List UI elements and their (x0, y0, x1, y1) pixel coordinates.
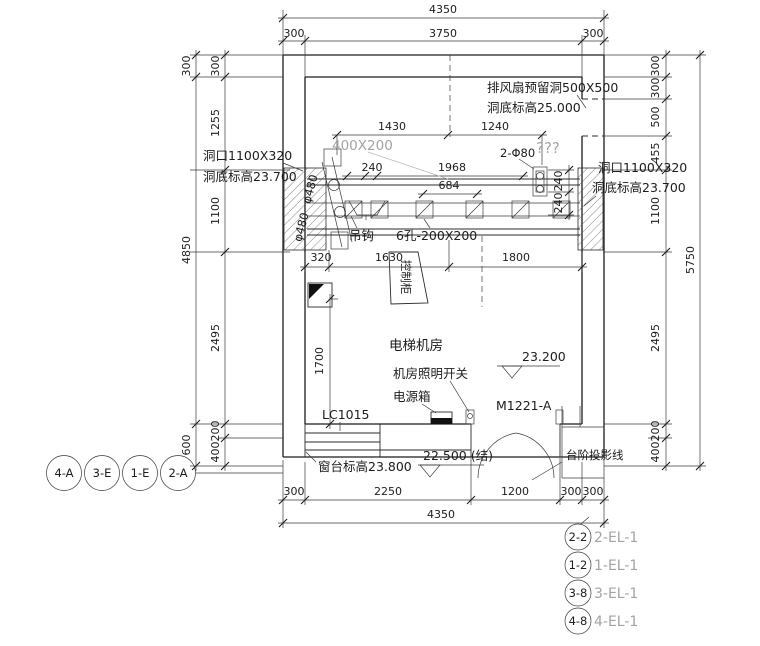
machine-beams (307, 178, 580, 236)
dim-left-inner-4: 200 (209, 421, 222, 442)
dim-right-inner-1: 300 (649, 78, 662, 99)
window-mark-label: LC1015 (322, 407, 370, 422)
wall-hatch-left (283, 167, 327, 251)
dim-684: 684 (439, 179, 460, 192)
section-reference-list: 2-2 2-EL-1 1-2 1-EL-1 3-8 3-EL-1 4-8 4-E… (564, 516, 638, 635)
section-bubble-1: 1-2 (569, 558, 588, 572)
sill-level-label: 窗台标高23.800 (318, 459, 412, 474)
annotations: 洞口1100X320 洞底标高23.700 洞口1100X320 洞底标高23.… (203, 80, 687, 481)
dim-1700: 1700 (313, 347, 326, 375)
grid-bubble-2: 1-E (131, 466, 150, 480)
power-box-symbol (430, 411, 453, 425)
section-bubble-0: 2-2 (569, 530, 588, 544)
dim-v240-0: 240 (552, 171, 565, 192)
dim-left-inner-2: 1100 (209, 197, 222, 225)
left-opening-line1: 洞口1100X320 (203, 148, 292, 163)
dim-left-outer-2: 600 (180, 435, 193, 456)
window-lc1015 (304, 424, 471, 457)
rope-hole-element (321, 148, 353, 250)
dim-left-inner-0: 300 (209, 56, 222, 77)
grid-bubble-0: 4-A (54, 466, 73, 480)
dim-left-outer-1: 4850 (180, 236, 193, 264)
dim-top-2: 300 (583, 27, 604, 40)
dim-1240: 1240 (481, 120, 509, 133)
section-name-2: 3-EL-1 (594, 586, 638, 602)
dim-1968: 1968 (438, 161, 466, 174)
dim-right-inner-4: 1100 (649, 197, 662, 225)
exhaust-fan-hole (582, 98, 604, 137)
dim-320: 320 (311, 251, 332, 264)
dim-1630: 1630 (375, 251, 403, 264)
grid-bubble-3: 2-A (168, 466, 187, 480)
level-mark-interior: 23.200 (497, 349, 566, 379)
dim-top-total: 4350 (429, 3, 457, 16)
fan-note-line1: 排风扇预留洞500X500 (487, 80, 618, 95)
dim-left-inner-1: 1255 (209, 109, 222, 137)
dim-right-inner-7: 400 (649, 442, 662, 463)
wall-hatch-right (577, 167, 604, 251)
dim-right-total: 5750 (684, 246, 697, 274)
dim-bottom-1: 2250 (374, 485, 402, 498)
room-label: 电梯机房 (389, 338, 443, 354)
dim-right-inner-0: 300 (649, 56, 662, 77)
light-switch-symbol (467, 413, 473, 419)
dimension-texts: 4350 300 3750 300 1430 1240 240 1968 684… (180, 3, 697, 521)
dim-bottom-3: 300 (561, 485, 582, 498)
six-holes-label: 6孔-200X200 (396, 228, 477, 243)
bottom-wall (283, 406, 604, 479)
dim-left-outer-0: 300 (180, 56, 193, 77)
grid-bubble-1: 3-E (93, 466, 112, 480)
dim-right-inner-2: 500 (649, 107, 662, 128)
dim-bottom-0: 300 (284, 485, 305, 498)
unknown-marks: ??? (536, 139, 560, 157)
control-cabinet: 控制柜 (388, 251, 429, 305)
section-name-1: 1-EL-1 (594, 558, 638, 574)
door-m1221a (465, 409, 564, 479)
right-opening-line1: 洞口1100X320 (598, 160, 687, 175)
section-name-3: 4-EL-1 (594, 614, 638, 630)
steps-label: 台阶投影线 (566, 448, 624, 462)
section-name-0: 2-EL-1 (594, 530, 638, 546)
right-opening-line2: 洞底标高23.700 (592, 180, 686, 195)
section-bubble-2: 3-8 (569, 586, 588, 600)
dim-bottom-2: 1200 (501, 485, 529, 498)
dim-top-1: 3750 (429, 27, 457, 40)
dim-1800: 1800 (502, 251, 530, 264)
dim-left-inner-5: 400 (209, 442, 222, 463)
level-mark-door: 22.500 (结) (418, 448, 493, 478)
light-switch-label: 机房照明开关 (393, 366, 468, 381)
dim-v240-1: 240 (552, 193, 565, 214)
dim-1430: 1430 (378, 120, 406, 133)
fan-note-line2: 洞底标高25.000 (487, 100, 581, 115)
dim-right-inner-3: 455 (649, 143, 662, 164)
dim-240: 240 (362, 161, 383, 174)
dim-left-inner-3: 2495 (209, 324, 222, 352)
section-bubble-3: 4-8 (569, 614, 588, 628)
corner-marker (307, 282, 333, 308)
power-box-label: 电源箱 (393, 389, 431, 404)
grey-size-note: 400X200 (332, 138, 393, 154)
left-opening-line2: 洞底标高23.700 (203, 169, 297, 184)
level-door-value: 22.500 (结) (423, 448, 493, 463)
grid-bubbles: 4-A 3-E 1-E 2-A (46, 455, 283, 491)
dim-bottom-4: 300 (583, 485, 604, 498)
steps-projection (561, 406, 604, 479)
dim-bottom-total: 4350 (427, 508, 455, 521)
two-phi80-label: 2-Φ80 (500, 146, 535, 160)
dim-right-inner-5: 2495 (649, 324, 662, 352)
dim-right-inner-6: 200 (649, 421, 662, 442)
level-interior-value: 23.200 (522, 349, 566, 364)
control-cabinet-label: 控制柜 (399, 260, 413, 295)
beam-holes-200x200 (344, 200, 571, 219)
hook-label: 吊钩 (349, 228, 374, 243)
door-mark-label: M1221-A (496, 398, 552, 413)
lifting-hook-symbol (348, 200, 386, 220)
dim-top-0: 300 (284, 27, 305, 40)
